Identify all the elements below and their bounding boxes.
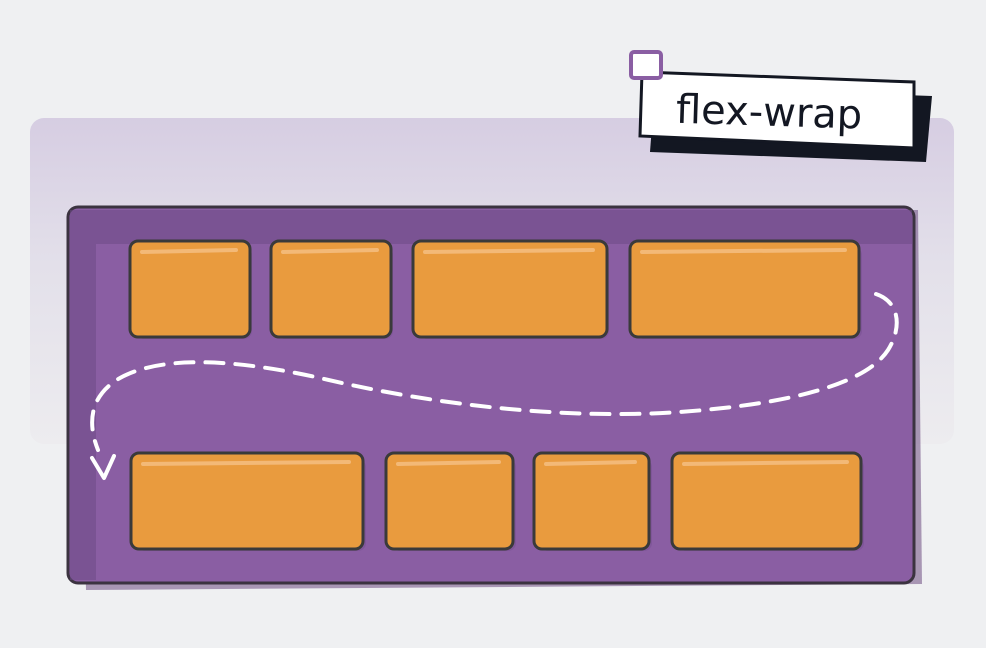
flex-row-1 xyxy=(128,239,862,339)
wrap-arrow-icon xyxy=(90,292,899,480)
diagram-title: flex-wrap xyxy=(675,87,863,139)
flex-item xyxy=(128,239,252,339)
flex-item xyxy=(411,239,609,339)
flex-item xyxy=(532,451,652,551)
flex-item xyxy=(129,451,366,551)
title-tag: flex-wrap xyxy=(629,50,932,162)
tag-corner-square-icon xyxy=(629,50,663,80)
flex-item xyxy=(384,451,516,551)
flex-row-2 xyxy=(129,451,864,551)
flex-item xyxy=(269,239,393,339)
flex-item xyxy=(628,239,862,339)
flex-item xyxy=(670,451,864,551)
